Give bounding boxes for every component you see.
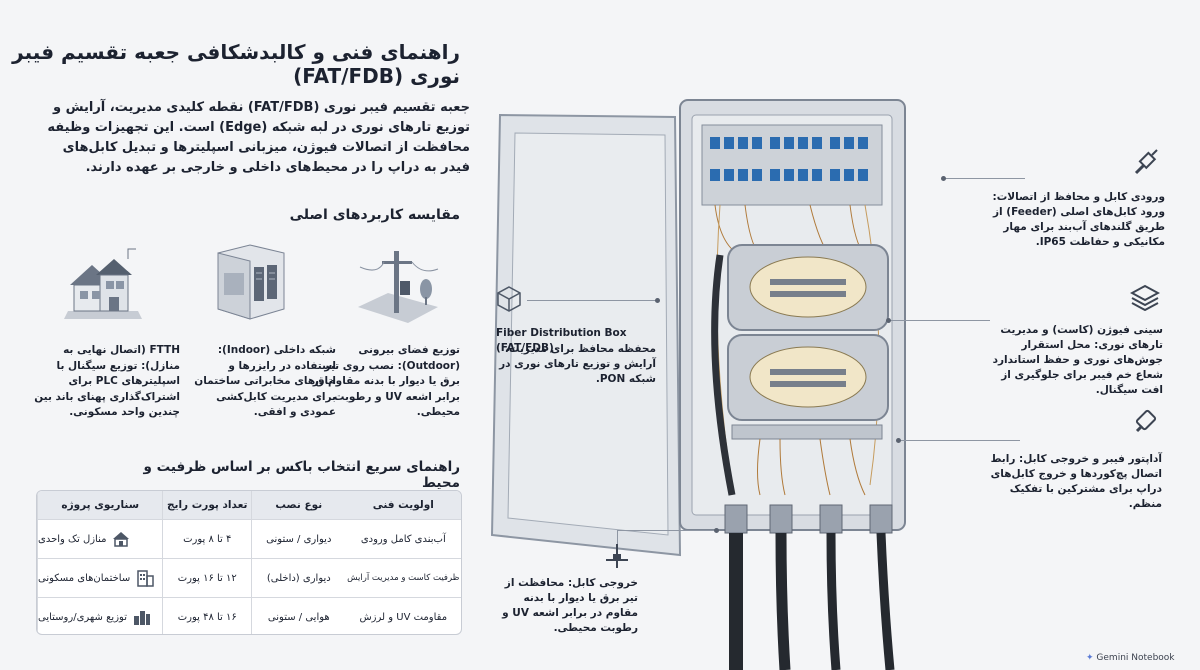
scenario-label: منازل تک واحدی — [38, 533, 107, 545]
splice-tray-top — [727, 244, 889, 331]
leader-dot — [886, 318, 891, 323]
leader-dot — [941, 176, 946, 181]
header-ports: تعداد پورت رایج — [162, 491, 251, 519]
fdb-box-illustration — [490, 99, 906, 670]
leader-line-exit — [617, 530, 618, 544]
leader-dot — [896, 438, 901, 443]
adapter-callout: آداپتور فیبر و خروجی کابل: رابط اتصال پچ… — [990, 453, 1162, 510]
header-scenario: سناریوی پروژه — [37, 491, 162, 519]
table-row: ساختمان‌های مسکونی ۱۲ تا ۱۶ پورت دیواری … — [37, 558, 461, 597]
use-outdoor-text: توزیع فضای بیرونی (Outdoor): نصب روی تیر… — [312, 344, 460, 418]
home-icon — [113, 532, 130, 547]
install-cell: هوایی / ستونی — [251, 598, 346, 634]
box-label: Fiber Distribution Box (FAT/FDB) — [496, 327, 627, 354]
scenario-cell: ساختمان‌های مسکونی — [37, 559, 162, 597]
table-header-row: سناریوی پروژه تعداد پورت رایج نوع نصب او… — [37, 491, 461, 519]
uses-section-title: مقایسه کاربردهای اصلی — [289, 207, 460, 223]
fusion-tray-callout: سینی فیوژن (کاست) و مدیریت تارهای نوری: … — [992, 324, 1163, 396]
header-priority: اولویت فنی — [372, 499, 434, 511]
leader-line-exit-h — [617, 530, 717, 531]
cable-exit-icon — [606, 544, 628, 568]
building-interior-icon — [217, 244, 285, 320]
leader-line-tray — [890, 320, 990, 321]
intro-paragraph: جعبه تقسیم فیبر نوری (FAT/FDB) نقطه کلید… — [47, 100, 470, 175]
use-indoor-text: شبکه داخلی (Indoor): استفاده در رایزرها … — [194, 344, 336, 418]
adapter-icon — [1135, 409, 1157, 433]
cable-connector-icon — [1134, 149, 1158, 175]
priority-cell: آب‌بندی کامل ورودی — [360, 533, 446, 545]
cable-glands — [724, 504, 893, 534]
ports-cell: ۱۶ تا ۴۸ پورت — [162, 598, 251, 634]
layers-icon — [1130, 284, 1160, 311]
box-description: محفظه محافظ برای مدیریت، آرایش و توزیع ت… — [499, 343, 656, 385]
cable-entry-callout: ورودی کابل و محافظ از اتصالات: ورود کابل… — [992, 191, 1165, 248]
utility-pole-icon — [358, 251, 439, 323]
table-row: منازل تک واحدی ۴ تا ۸ پورت دیواری / ستون… — [37, 519, 461, 558]
box-icon — [497, 286, 521, 312]
leader-dot — [655, 298, 660, 303]
header-install: نوع نصب — [250, 491, 346, 519]
brand-label: Gemini Notebook — [1096, 653, 1175, 663]
priority-cell: ظرفیت کاست و مدیریت آرایش — [347, 573, 460, 583]
priority-cell: مقاومت UV و لرزش — [359, 611, 448, 623]
selection-table: سناریوی پروژه تعداد پورت رایج نوع نصب او… — [36, 490, 462, 635]
apartment-icon — [137, 570, 154, 587]
install-cell: دیواری (داخلی) — [251, 559, 346, 597]
use-ftth-text: FTTH (اتصال نهایی به منازل): توزیع سیگنا… — [34, 344, 180, 418]
leader-line-box — [527, 300, 657, 301]
splice-tray-bottom — [727, 334, 889, 421]
ports-cell: ۴ تا ۸ پورت — [162, 520, 251, 558]
house-icon — [64, 248, 142, 319]
table-title: راهنمای سریع انتخاب باکس بر اساس ظرفیت و… — [143, 459, 461, 491]
scenario-cell: منازل تک واحدی — [37, 520, 162, 558]
cable-exit-callout: خروجی کابل: محافظت از تیر برق یا دیوار ب… — [502, 577, 638, 634]
scenario-label: توزیع شهری/روستایی — [38, 611, 127, 623]
adapter-panel — [710, 137, 868, 181]
brand-watermark: ✦ Gemini Notebook — [1086, 653, 1175, 663]
scenario-cell: توزیع شهری/روستایی — [37, 598, 162, 634]
leader-line-entry — [945, 178, 1025, 179]
ports-cell: ۱۲ تا ۱۶ پورت — [162, 559, 251, 597]
city-icon — [133, 611, 150, 625]
install-cell: دیواری / ستونی — [251, 520, 346, 558]
sparkle-icon: ✦ — [1086, 653, 1094, 663]
scenario-label: ساختمان‌های مسکونی — [38, 572, 131, 584]
leader-line-adapter — [900, 440, 1020, 441]
leader-dot — [714, 528, 719, 533]
page-title: راهنمای فنی و کالبدشکافی جعبه تقسیم فیبر… — [12, 40, 460, 88]
table-row: توزیع شهری/روستایی ۱۶ تا ۴۸ پورت هوایی /… — [37, 597, 461, 634]
